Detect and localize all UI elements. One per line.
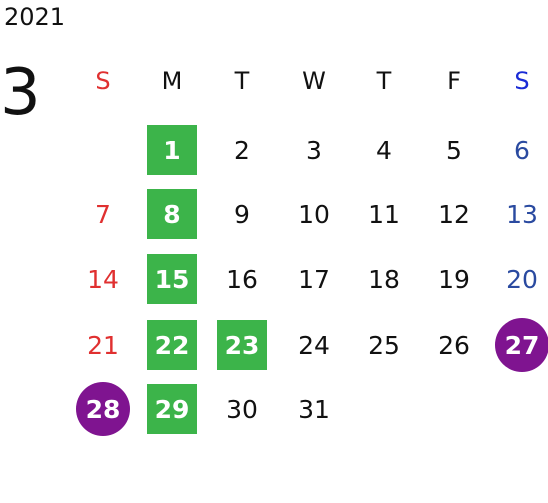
day-cell[interactable]: 11	[368, 199, 400, 229]
day-cell[interactable]: 21	[87, 330, 119, 360]
day-cell[interactable]: 24	[298, 330, 330, 360]
weekday-label: M	[161, 67, 183, 95]
weekday-label: T	[376, 67, 392, 95]
day-cell[interactable]: 28	[76, 382, 130, 436]
day-cell[interactable]: 6	[514, 135, 530, 165]
weekday-label: F	[447, 67, 461, 95]
day-cell[interactable]: 8	[147, 189, 197, 239]
day-cell[interactable]: 7	[95, 199, 111, 229]
day-cell[interactable]: 26	[438, 330, 470, 360]
day-cell[interactable]: 20	[506, 264, 538, 294]
day-cell[interactable]: 29	[147, 384, 197, 434]
calendar-month: 3	[0, 56, 41, 130]
day-cell[interactable]: 13	[506, 199, 538, 229]
day-cell[interactable]: 10	[298, 199, 330, 229]
weekday-label: T	[234, 67, 250, 95]
weekday-label: W	[302, 67, 326, 95]
day-cell[interactable]: 12	[438, 199, 470, 229]
day-cell[interactable]: 23	[217, 320, 267, 370]
day-cell[interactable]: 14	[87, 264, 119, 294]
day-cell[interactable]: 9	[234, 199, 250, 229]
day-cell[interactable]: 18	[368, 264, 400, 294]
day-cell[interactable]: 4	[376, 135, 392, 165]
day-cell[interactable]: 27	[495, 318, 548, 372]
day-cell[interactable]: 5	[446, 135, 462, 165]
day-cell[interactable]: 1	[147, 125, 197, 175]
day-cell[interactable]: 3	[306, 135, 322, 165]
day-cell[interactable]: 22	[147, 320, 197, 370]
day-cell[interactable]: 31	[298, 394, 330, 424]
weekday-label: S	[514, 67, 530, 95]
calendar-year: 2021	[4, 3, 66, 31]
day-cell[interactable]: 19	[438, 264, 470, 294]
day-cell[interactable]: 16	[226, 264, 258, 294]
day-cell[interactable]: 25	[368, 330, 400, 360]
weekday-label: S	[95, 67, 111, 95]
day-cell[interactable]: 15	[147, 254, 197, 304]
day-cell[interactable]: 17	[298, 264, 330, 294]
day-cell[interactable]: 30	[226, 394, 258, 424]
day-cell[interactable]: 2	[234, 135, 250, 165]
